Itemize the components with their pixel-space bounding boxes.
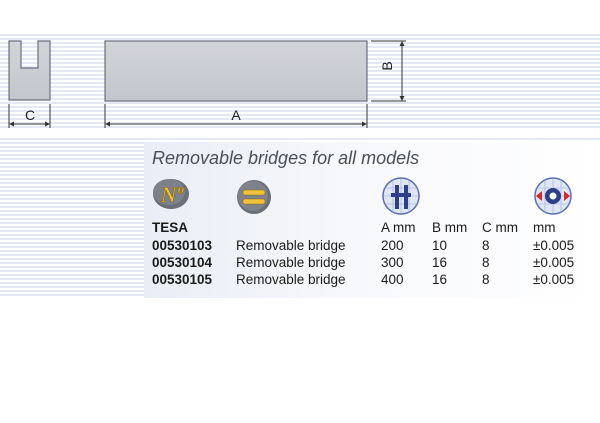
row-3-c: 8 xyxy=(482,272,490,287)
header-number: TESA xyxy=(152,220,189,235)
row-3-tolerance: ±0.005 xyxy=(533,272,575,287)
row-3-a: 400 xyxy=(381,272,404,287)
row-3-description: Removable bridge xyxy=(236,272,346,287)
caliper-dimension-icon xyxy=(382,177,420,215)
dim-label-a: A xyxy=(231,107,241,123)
row-1-a: 200 xyxy=(381,238,404,253)
equals-designation-icon xyxy=(237,180,271,214)
row-1-description: Removable bridge xyxy=(236,238,346,253)
header-a-mm: A mm xyxy=(381,220,416,235)
row-2-c: 8 xyxy=(482,255,490,270)
dim-label-c: C xyxy=(25,107,35,123)
row-2-b: 16 xyxy=(432,255,448,270)
header-b-mm: B mm xyxy=(432,220,468,235)
tolerance-gauge-icon xyxy=(534,177,572,215)
row-1-c: 8 xyxy=(482,238,490,253)
row-1-tolerance: ±0.005 xyxy=(533,238,575,253)
cross-section-profile xyxy=(8,40,51,101)
row-3-number: 00530105 xyxy=(152,272,213,287)
svg-text:Nº: Nº xyxy=(160,182,185,207)
row-2-number: 00530104 xyxy=(152,255,213,270)
section-heading: Removable bridges for all models xyxy=(152,148,420,168)
row-2-description: Removable bridge xyxy=(236,255,346,270)
header-tolerance-mm: mm xyxy=(533,220,556,235)
row-3-b: 16 xyxy=(432,272,448,287)
dimension-diagram: C A B xyxy=(8,40,406,128)
row-2-a: 300 xyxy=(381,255,404,270)
row-1-b: 10 xyxy=(432,238,448,253)
number-sign-icon: Nº xyxy=(153,179,189,209)
product-table-background xyxy=(144,142,600,298)
row-2-tolerance: ±0.005 xyxy=(533,255,575,270)
header-c-mm: C mm xyxy=(482,220,518,235)
dim-label-b: B xyxy=(379,61,395,70)
bridge-bar xyxy=(104,40,368,102)
row-1-number: 00530103 xyxy=(152,238,213,253)
